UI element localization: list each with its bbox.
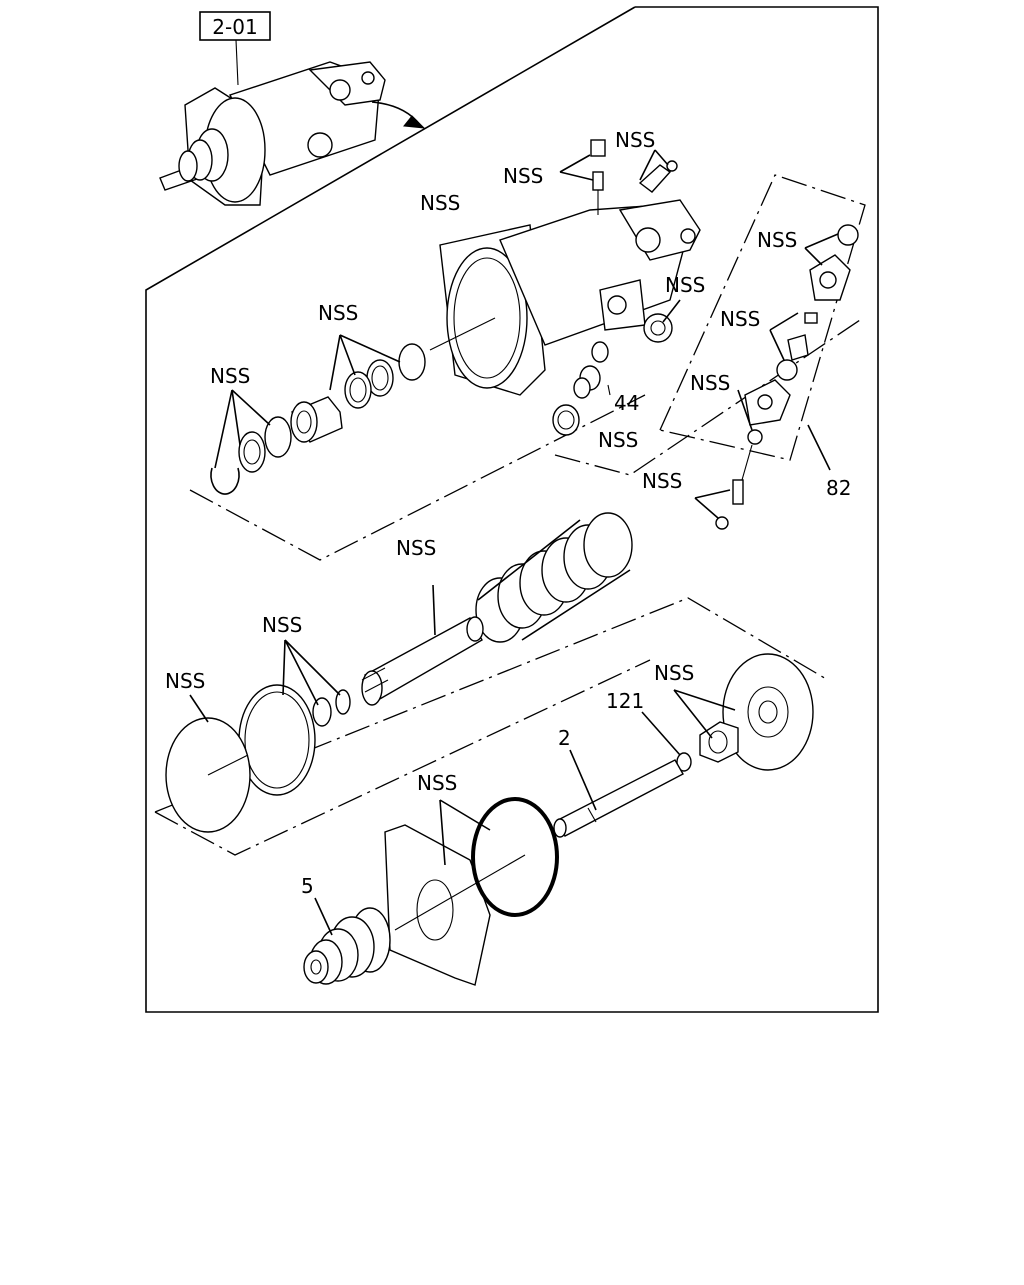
push-rod bbox=[361, 616, 484, 706]
label-nss: NSS bbox=[396, 536, 436, 560]
valve-parts-top bbox=[559, 139, 678, 215]
label-nss: NSS bbox=[642, 469, 682, 493]
label-nss: NSS bbox=[654, 661, 694, 685]
return-spring bbox=[475, 512, 633, 643]
label-nss: NSS bbox=[757, 228, 797, 252]
valve-parts-44 bbox=[552, 299, 681, 436]
shaft bbox=[553, 749, 684, 838]
label-nss: NSS bbox=[665, 273, 705, 297]
label-nss: NSS bbox=[318, 301, 358, 325]
front-plate bbox=[641, 653, 814, 772]
assembled-unit bbox=[159, 61, 426, 206]
group-box-middle bbox=[154, 597, 829, 813]
main-frame bbox=[145, 6, 879, 1013]
reference-box: 2-01 bbox=[199, 11, 271, 86]
seal-rings bbox=[165, 584, 436, 833]
rubber-boot bbox=[303, 897, 391, 985]
label-nss: NSS bbox=[598, 428, 638, 452]
group-box-top bbox=[189, 394, 646, 561]
label-nss: NSS bbox=[165, 669, 205, 693]
label-nss: NSS bbox=[210, 364, 250, 388]
label-part-5: 5 bbox=[301, 874, 314, 898]
label-part-82: 82 bbox=[826, 476, 851, 500]
piston-parts bbox=[210, 334, 426, 495]
gasket-and-ring bbox=[384, 797, 559, 986]
group-box-82 bbox=[659, 174, 866, 461]
label-nss: NSS bbox=[417, 771, 457, 795]
reference-label: 2-01 bbox=[212, 15, 257, 39]
label-nss: NSS bbox=[690, 371, 730, 395]
label-part-2: 2 bbox=[558, 726, 571, 750]
sub-assembly-82-parts bbox=[694, 224, 859, 530]
label-part-121: 121 bbox=[606, 689, 644, 713]
label-nss: NSS bbox=[503, 164, 543, 188]
cylinder-housing bbox=[429, 199, 701, 396]
label-part-44: 44 bbox=[614, 391, 639, 415]
label-nss: NSS bbox=[262, 613, 302, 637]
label-nss: NSS bbox=[615, 128, 655, 152]
label-nss: NSS bbox=[420, 191, 460, 215]
label-nss: NSS bbox=[720, 307, 760, 331]
